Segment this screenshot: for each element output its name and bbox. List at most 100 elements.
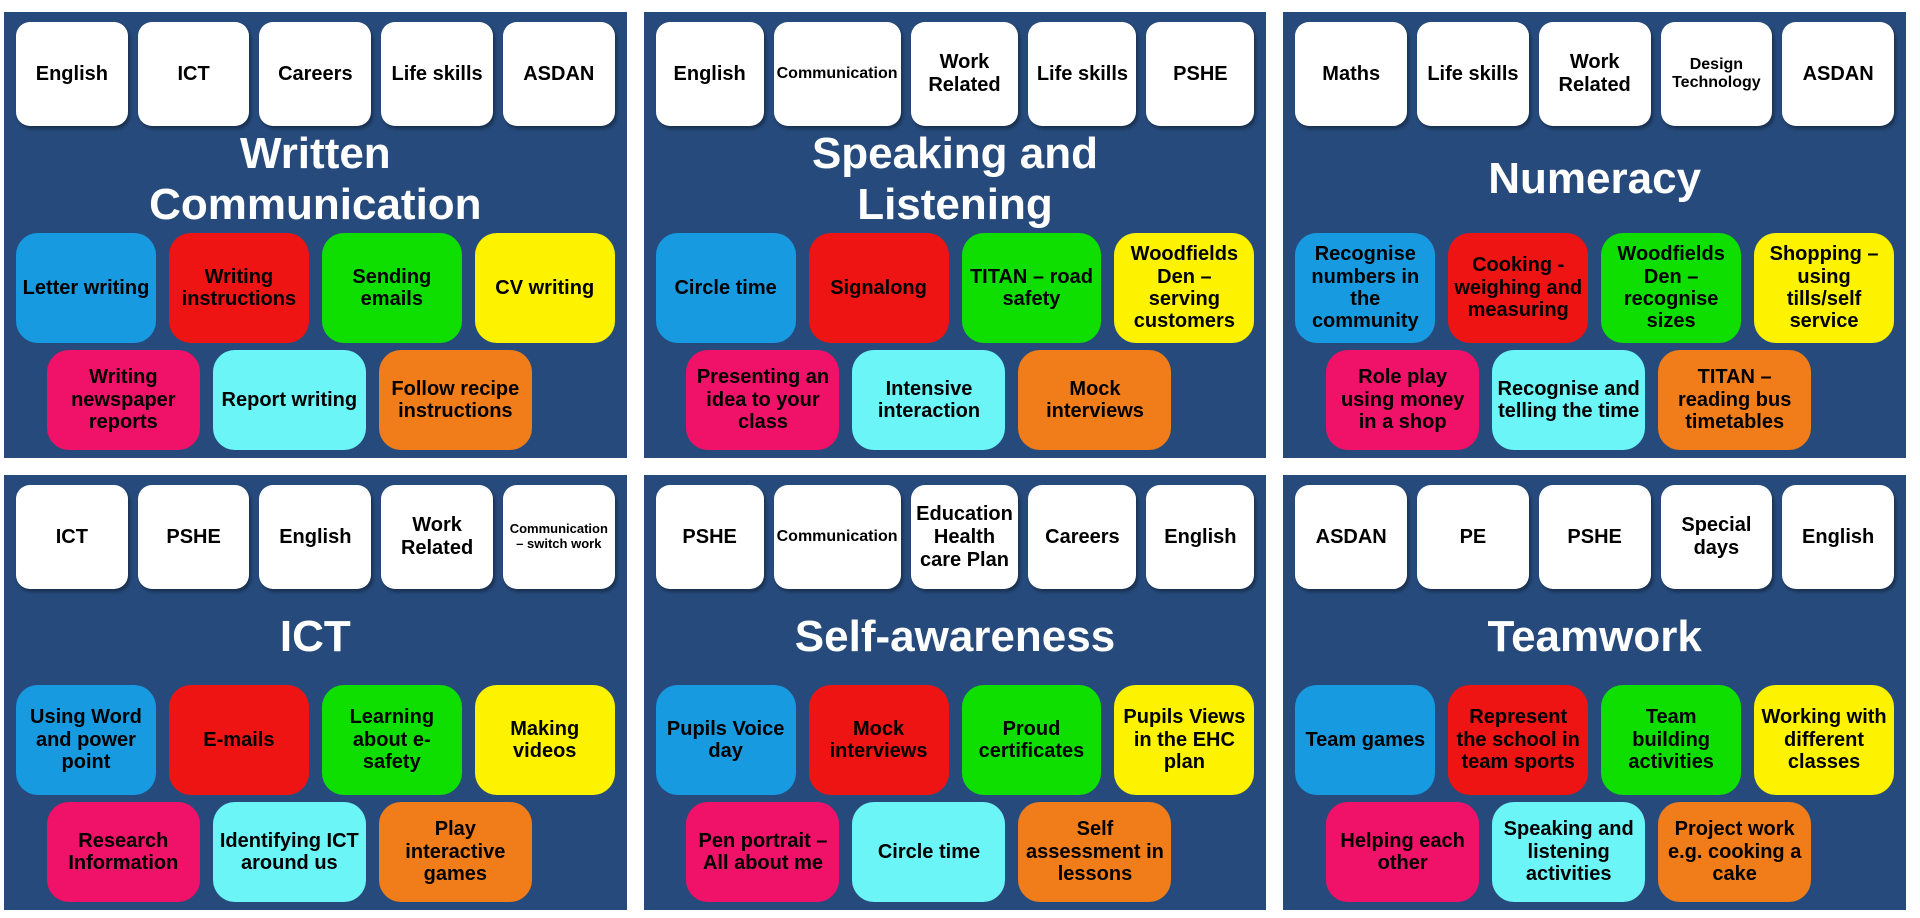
- activity-pen-portrait-all-about-me[interactable]: Pen portrait – All about me: [686, 802, 840, 902]
- tab-english[interactable]: English: [1146, 485, 1255, 589]
- activity-row-top: Letter writing Writing instructions Sendin…: [16, 233, 615, 343]
- tab-label: ASDAN: [1802, 62, 1874, 85]
- activity-titan-road-safety[interactable]: TITAN – road safety: [961, 233, 1102, 343]
- tab-english[interactable]: English: [655, 22, 764, 126]
- tab-maths[interactable]: Maths: [1295, 22, 1408, 126]
- activity-shopping-using-tills-self-service[interactable]: Shopping – using tills/self service: [1754, 233, 1895, 343]
- tab-life-skills[interactable]: Life skills: [1028, 22, 1137, 126]
- activity-label: Proud certificates: [978, 717, 1085, 762]
- activity-using-word-and-power-point[interactable]: Using Word and power point: [16, 685, 156, 795]
- activity-pupils-views-in-the-ehc-plan[interactable]: Pupils Views in the EHC plan: [1114, 685, 1255, 795]
- activity-label: TITAN – road safety: [969, 265, 1093, 310]
- activity-team-games[interactable]: Team games: [1295, 685, 1436, 795]
- activity-titan-reading-bus-timetables[interactable]: TITAN – reading bus timetables: [1658, 350, 1812, 450]
- activity-label: Writing instructions: [181, 265, 297, 310]
- tab-pshe[interactable]: PSHE: [655, 485, 764, 589]
- activity-mock-interviews[interactable]: Mock interviews: [808, 685, 949, 795]
- tab-asdan[interactable]: ASDAN: [1782, 22, 1894, 126]
- tab-careers[interactable]: Careers: [259, 22, 372, 126]
- tab-english[interactable]: English: [1782, 485, 1894, 589]
- tab-education-health-care-plan[interactable]: Education Health care Plan: [910, 485, 1019, 589]
- activity-represent-the-school-in-team-sports[interactable]: Represent the school in team sports: [1448, 685, 1589, 795]
- activity-team-building-activities[interactable]: Team building activities: [1601, 685, 1742, 795]
- tab-label: ASDAN: [523, 62, 595, 85]
- activity-label: Circle time: [877, 840, 981, 863]
- activity-letter-writing[interactable]: Letter writing: [16, 233, 156, 343]
- panel-title-area: Numeracy: [1295, 126, 1894, 233]
- activity-cv-writing[interactable]: CV writing: [474, 233, 615, 343]
- tab-label: Communication: [776, 527, 898, 545]
- activity-research-information[interactable]: Research Information: [46, 802, 200, 902]
- tab-careers[interactable]: Careers: [1028, 485, 1137, 589]
- subject-tabs: PSHE Communication Education Health care P…: [655, 485, 1255, 589]
- activity-label: Speaking and listening activities: [1503, 818, 1634, 886]
- tab-communication[interactable]: Communication: [773, 485, 901, 589]
- activity-working-with-different-classes[interactable]: Working with different classes: [1754, 685, 1895, 795]
- activity-label: Team games: [1305, 728, 1426, 751]
- panel-title: Teamwork: [1487, 611, 1702, 661]
- activity-writing-instructions[interactable]: Writing instructions: [168, 233, 309, 343]
- activity-recognise-and-telling-the-time[interactable]: Recognise and telling the time: [1492, 350, 1646, 450]
- tab-work-related[interactable]: Work Related: [381, 485, 493, 589]
- activity-signalong[interactable]: Signalong: [808, 233, 949, 343]
- activity-woodfields-den-recognise-sizes[interactable]: Woodfields Den – recognise sizes: [1601, 233, 1742, 343]
- activity-project-work-e-g-cooking-a-cake[interactable]: Project work e.g. cooking a cake: [1658, 802, 1812, 902]
- tab-communication[interactable]: Communication: [773, 22, 901, 126]
- tab-pshe[interactable]: PSHE: [1146, 22, 1255, 126]
- activity-role-play-using-money-in-a-shop[interactable]: Role play using money in a shop: [1326, 350, 1480, 450]
- activity-woodfields-den-serving-customers[interactable]: Woodfields Den – serving customers: [1114, 233, 1255, 343]
- tab-design-technology[interactable]: Design Technology: [1660, 22, 1773, 126]
- tab-asdan[interactable]: ASDAN: [1295, 485, 1408, 589]
- activity-writing-newspaper-reports[interactable]: Writing newspaper reports: [46, 350, 200, 450]
- activity-label: Project work e.g. cooking a cake: [1667, 818, 1802, 886]
- tab-work-related[interactable]: Work Related: [910, 22, 1019, 126]
- tab-work-related[interactable]: Work Related: [1538, 22, 1651, 126]
- tab-english[interactable]: English: [259, 485, 372, 589]
- tab-english[interactable]: English: [16, 22, 128, 126]
- activity-helping-each-other[interactable]: Helping each other: [1326, 802, 1480, 902]
- activity-pupils-voice-day[interactable]: Pupils Voice day: [655, 685, 796, 795]
- activity-label: Identifying ICT around us: [219, 829, 359, 874]
- activity-speaking-and-listening-activities[interactable]: Speaking and listening activities: [1492, 802, 1646, 902]
- tab-label: Careers: [278, 62, 353, 85]
- activity-e-mails[interactable]: E-mails: [168, 685, 309, 795]
- activity-label: CV writing: [495, 276, 595, 299]
- activity-follow-recipe-instructions[interactable]: Follow recipe instructions: [378, 350, 532, 450]
- tab-communication-switch-work[interactable]: Communication – switch work: [502, 485, 615, 589]
- tab-pshe[interactable]: PSHE: [137, 485, 250, 589]
- activity-presenting-an-idea-to-your-class[interactable]: Presenting an idea to your class: [686, 350, 840, 450]
- activity-label: Report writing: [221, 388, 358, 411]
- activity-circle-time[interactable]: Circle time: [655, 233, 796, 343]
- tab-label: Work Related: [400, 514, 474, 559]
- tab-ict[interactable]: ICT: [137, 22, 250, 126]
- activity-sending-emails[interactable]: Sending emails: [321, 233, 462, 343]
- activity-intensive-interaction[interactable]: Intensive interaction: [852, 350, 1006, 450]
- tab-pshe[interactable]: PSHE: [1538, 485, 1651, 589]
- activity-mock-interviews[interactable]: Mock interviews: [1018, 350, 1172, 450]
- activity-self-assessment-in-lessons[interactable]: Self assessment in lessons: [1018, 802, 1172, 902]
- activity-report-writing[interactable]: Report writing: [212, 350, 366, 450]
- activity-recognise-numbers-in-the-community[interactable]: Recognise numbers in the community: [1295, 233, 1436, 343]
- activity-label: TITAN – reading bus timetables: [1677, 366, 1792, 434]
- activity-label: Sending emails: [352, 265, 432, 310]
- tab-life-skills[interactable]: Life skills: [381, 22, 493, 126]
- activity-label: Research Information: [68, 829, 179, 874]
- tab-pe[interactable]: PE: [1417, 485, 1529, 589]
- activity-play-interactive-games[interactable]: Play interactive games: [378, 802, 532, 902]
- activity-identifying-ict-around-us[interactable]: Identifying ICT around us: [212, 802, 366, 902]
- tab-asdan[interactable]: ASDAN: [502, 22, 615, 126]
- tab-special-days[interactable]: Special days: [1660, 485, 1773, 589]
- activity-learning-about-e-safety[interactable]: Learning about e- safety: [321, 685, 462, 795]
- activity-proud-certificates[interactable]: Proud certificates: [961, 685, 1102, 795]
- activity-circle-time[interactable]: Circle time: [852, 802, 1006, 902]
- tab-ict[interactable]: ICT: [16, 485, 128, 589]
- activity-cooking-weighing-and-measuring[interactable]: Cooking - weighing and measuring: [1448, 233, 1589, 343]
- tab-life-skills[interactable]: Life skills: [1417, 22, 1529, 126]
- activity-making-videos[interactable]: Making videos: [474, 685, 615, 795]
